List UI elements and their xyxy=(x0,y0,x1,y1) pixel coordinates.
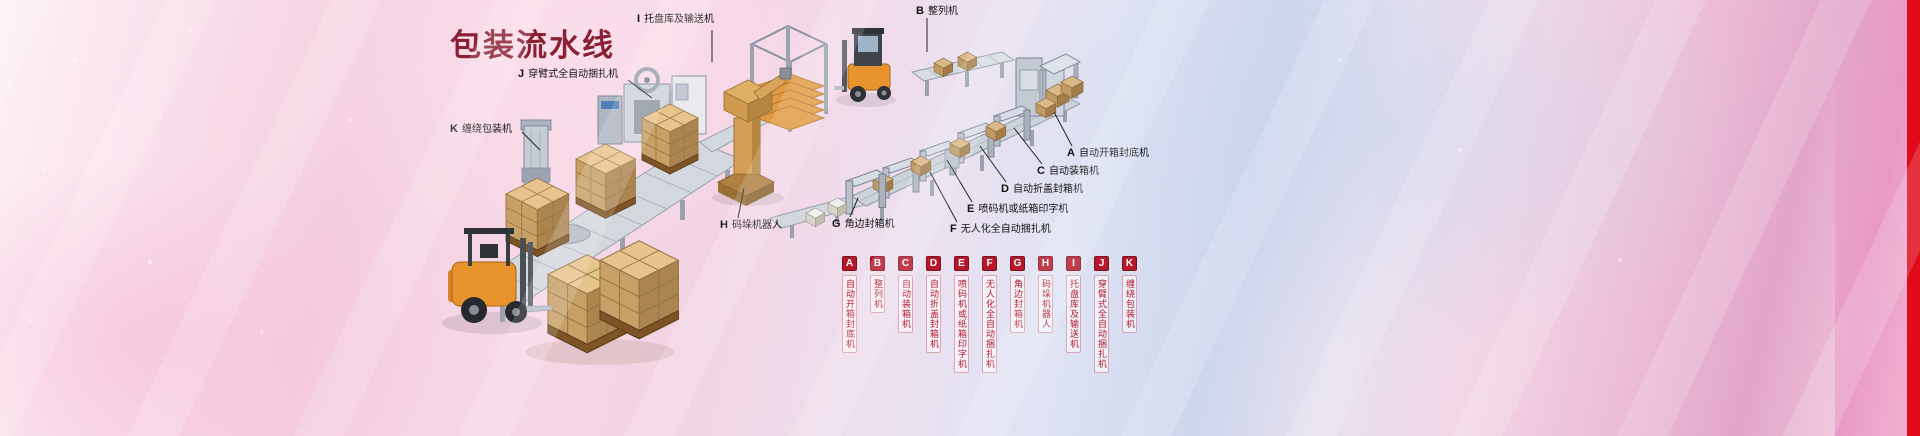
callout-letter: A xyxy=(1067,147,1075,159)
callout-label: 缠绕包装机 xyxy=(461,124,512,135)
callout-label: 托盘库及输送机 xyxy=(644,14,715,25)
legend-item: G 角边封箱机 xyxy=(1010,256,1025,333)
callout-letter: D xyxy=(1001,183,1009,195)
callout-label: 自动开箱封底机 xyxy=(1078,148,1149,159)
legend-letter-badge: D xyxy=(926,256,941,271)
callout-letter: F xyxy=(950,223,957,235)
legend-item: H 码垛机器人 xyxy=(1038,256,1053,333)
callout-letter: B xyxy=(916,5,924,17)
callout-letter: E xyxy=(967,203,975,215)
legend: A 自动开箱封底机 B 整列机 C 自动装箱机 D 自动折盖封箱机 E 喷码机或… xyxy=(842,256,1137,373)
legend-item: B 整列机 xyxy=(870,256,885,313)
callout-label: 喷码机或纸箱印字机 xyxy=(978,204,1069,215)
callout-label: 自动装箱机 xyxy=(1048,166,1099,177)
legend-item-label: 自动开箱封底机 xyxy=(842,275,857,353)
callout-label: 无人化全自动捆扎机 xyxy=(960,224,1051,235)
page-title: 包装流水线 xyxy=(450,28,615,63)
legend-letter-badge: K xyxy=(1122,256,1137,271)
callout-label: 整列机 xyxy=(927,6,958,17)
forklift-large xyxy=(448,228,553,323)
legend-letter-badge: B xyxy=(870,256,885,271)
legend-item: A 自动开箱封底机 xyxy=(842,256,857,353)
legend-item: E 喷码机或纸箱印字机 xyxy=(954,256,969,373)
right-edge-wave xyxy=(1835,0,1907,436)
callout-letter: I xyxy=(637,13,641,25)
right-edge-accent-bar xyxy=(1907,0,1920,436)
callout-letter: H xyxy=(720,219,728,231)
callout-letter: J xyxy=(518,68,525,80)
legend-item: I 托盘库及输送机 xyxy=(1066,256,1081,353)
legend-item: F 无人化全自动捆扎机 xyxy=(982,256,997,373)
legend-letter-badge: H xyxy=(1038,256,1053,271)
legend-item-label: 自动折盖封箱机 xyxy=(926,275,941,353)
legend-item-label: 整列机 xyxy=(870,275,885,313)
legend-item: J 穿臂式全自动捆扎机 xyxy=(1094,256,1109,373)
callout-letter: C xyxy=(1037,165,1045,177)
legend-letter-badge: J xyxy=(1094,256,1109,271)
legend-item: C 自动装箱机 xyxy=(898,256,913,333)
legend-letter-badge: G xyxy=(1010,256,1025,271)
legend-item-label: 缠绕包装机 xyxy=(1122,275,1137,333)
legend-item-label: 无人化全自动捆扎机 xyxy=(982,275,997,373)
callout-leader-lines xyxy=(521,18,1073,223)
callout-label: 码垛机器人 xyxy=(731,220,782,231)
legend-item-label: 角边封箱机 xyxy=(1010,275,1025,333)
case-erector-machine xyxy=(1038,53,1084,108)
legend-letter-badge: I xyxy=(1066,256,1081,271)
legend-letter-badge: F xyxy=(982,256,997,271)
callout-label: 穿臂式全自动捆扎机 xyxy=(528,69,619,80)
legend-item-label: 自动装箱机 xyxy=(898,275,913,333)
callout-label: 自动折盖封箱机 xyxy=(1012,184,1083,195)
callout-label: 角边封箱机 xyxy=(844,219,895,230)
callout-letter: K xyxy=(450,123,458,135)
legend-item-label: 喷码机或纸箱印字机 xyxy=(954,275,969,373)
legend-letter-badge: E xyxy=(954,256,969,271)
legend-item: D 自动折盖封箱机 xyxy=(926,256,941,353)
legend-item: K 缠绕包装机 xyxy=(1122,256,1137,333)
callout-letter: G xyxy=(832,218,841,230)
forklift-small xyxy=(834,28,891,102)
legend-letter-badge: C xyxy=(898,256,913,271)
palletizing-robot xyxy=(717,67,792,206)
legend-item-label: 码垛机器人 xyxy=(1038,275,1053,333)
legend-letter-badge: A xyxy=(842,256,857,271)
legend-item-label: 穿臂式全自动捆扎机 xyxy=(1094,275,1109,373)
legend-item-label: 托盘库及输送机 xyxy=(1066,275,1081,353)
